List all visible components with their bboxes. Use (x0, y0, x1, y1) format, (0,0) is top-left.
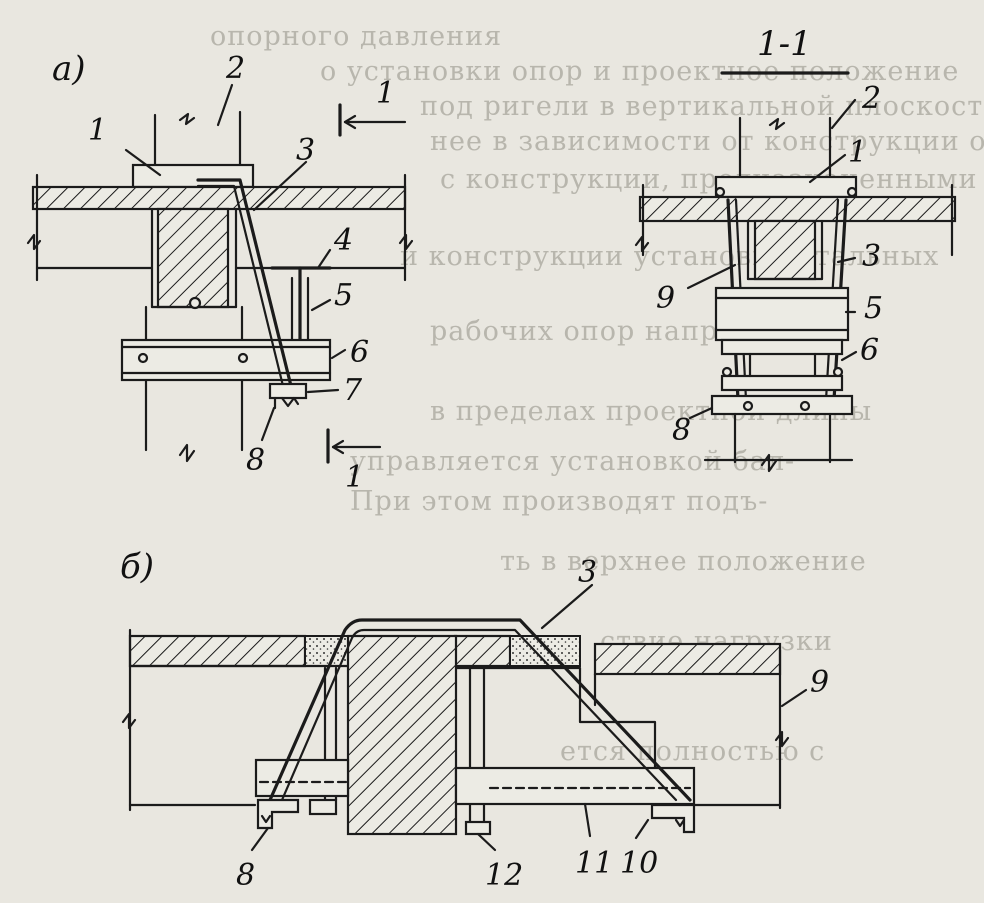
bleed-line: опорного давления (210, 21, 502, 52)
section-title: 1-1 (757, 24, 812, 64)
panel-a-label: а) (52, 49, 86, 89)
panel-b-label: б) (120, 547, 154, 587)
callout-3: 3 (296, 133, 315, 168)
callout-1: 1 (848, 135, 867, 170)
bleed-line: ть в верхнее положение (500, 546, 867, 577)
support-pad (714, 175, 858, 199)
cut-mark-top: 1 (338, 76, 407, 137)
bottom-bracket (256, 798, 696, 836)
panel-a-elevation: а) (26, 49, 414, 495)
channel-beam (720, 374, 844, 392)
callout-3: 3 (862, 239, 881, 274)
callout-1: 1 (88, 113, 107, 148)
panel-b-elevation: б) (120, 547, 829, 893)
callout-8: 8 (236, 858, 255, 893)
callout-5: 5 (864, 291, 883, 326)
callout-11: 11 (575, 846, 613, 881)
callout-6: 6 (860, 333, 879, 368)
leader-lines (124, 83, 347, 442)
floor-slab (128, 634, 307, 668)
break-mark (398, 233, 414, 251)
i-beam-section (714, 286, 850, 342)
floor-slab (638, 195, 957, 223)
bleed-line: с конструкции, предназначенными для (440, 164, 984, 195)
callout-9: 9 (656, 281, 675, 316)
leader-lines (250, 583, 808, 852)
crossbar-section (156, 207, 230, 309)
cut-mark-label: 1 (376, 76, 395, 111)
crossbar-section (753, 219, 817, 281)
i-beam (270, 266, 332, 342)
bleed-line: При этом производят подъ- (350, 486, 768, 517)
callout-9: 9 (810, 665, 829, 700)
callout-10: 10 (620, 846, 658, 881)
callout-3: 3 (578, 555, 597, 590)
section-1-1: 1-1 (634, 24, 957, 473)
bleed-line: и конструкции установки стальных (400, 241, 939, 272)
bottom-plate (710, 394, 854, 416)
bleed-line: под ригели в вертикальной плоскости (420, 91, 984, 122)
cut-mark-label: 1 (345, 460, 364, 495)
cut-mark-bottom: 1 (326, 428, 382, 495)
floor-slab (593, 642, 782, 676)
bleed-line: управляется установкой бал- (350, 446, 795, 477)
bottom-bracket (268, 382, 308, 410)
callout-4: 4 (333, 223, 353, 258)
column-section (346, 634, 458, 836)
break-mark (26, 233, 42, 251)
channel-beam (454, 766, 696, 806)
callout-2: 2 (225, 51, 245, 86)
callout-8: 8 (672, 413, 691, 448)
callout-6: 6 (350, 335, 369, 370)
upper-column (153, 110, 242, 167)
break-mark (178, 443, 196, 463)
callout-2: 2 (861, 81, 881, 116)
leader-lines (686, 98, 858, 420)
hanger-rod (268, 618, 692, 802)
channel-beam (254, 758, 350, 798)
hanger-rod (196, 178, 294, 392)
callout-5: 5 (334, 278, 353, 313)
callout-7: 7 (343, 373, 363, 408)
bleed-line: нее в зависимости от конструкции опор (430, 126, 984, 157)
callout-12: 12 (485, 858, 523, 893)
floor-slab (31, 185, 407, 211)
callout-8: 8 (246, 443, 265, 478)
bleed-line: о установки опор и проектное положение (320, 56, 959, 87)
bolt-circle (188, 296, 202, 310)
